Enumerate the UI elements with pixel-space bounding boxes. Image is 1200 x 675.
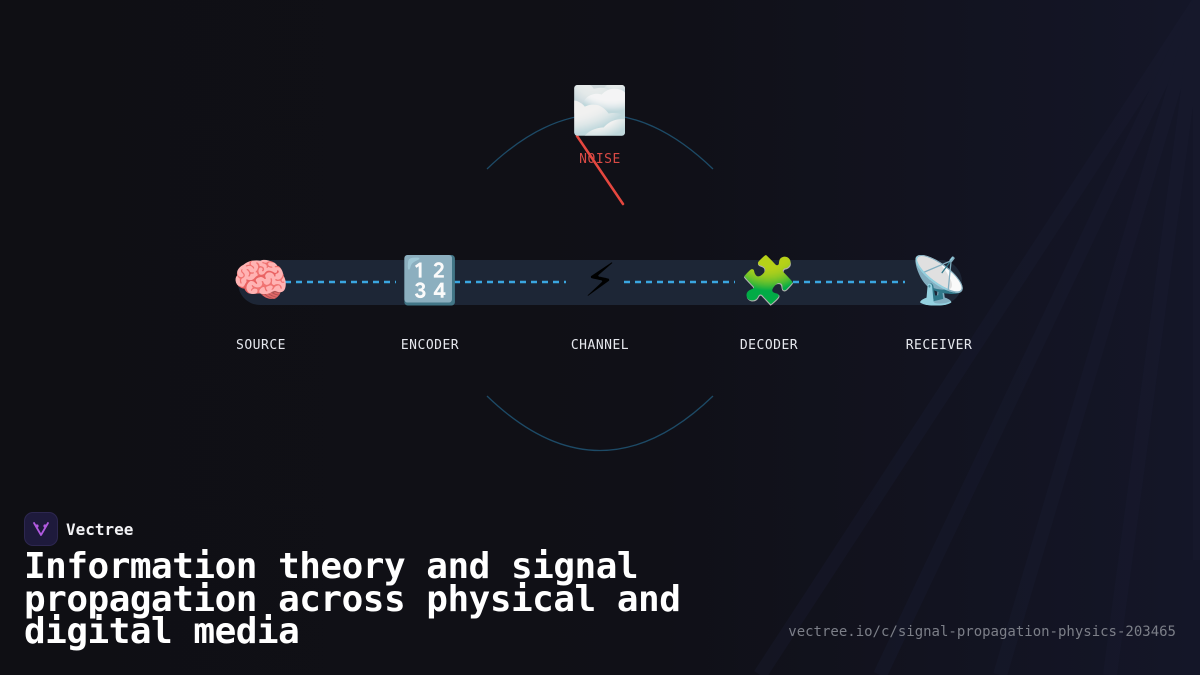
lower-arc — [486, 395, 714, 451]
node-label-source: SOURCE — [236, 338, 286, 353]
node-label-decoder: DECODER — [739, 338, 799, 353]
node-label-receiver: RECEIVER — [905, 338, 973, 353]
noise-interference-line — [575, 134, 625, 206]
node-label-channel: CHANNEL — [570, 338, 630, 353]
noise-label: NOISE — [579, 152, 621, 167]
page-url: vectree.io/c/signal-propagation-physics-… — [788, 624, 1176, 640]
brand: Vectree — [24, 512, 133, 546]
brain-icon: 🧠 — [232, 253, 290, 307]
satellite-dish-icon: 📡 — [910, 253, 968, 307]
lightning-icon: ⚡ — [583, 253, 617, 307]
fog-icon: 🌫️ — [571, 83, 629, 137]
brand-name: Vectree — [66, 519, 134, 539]
puzzle-icon: 🧩 — [740, 253, 798, 307]
numbers-icon: 🔢 — [401, 253, 459, 307]
page-title: Information theory and signal propagatio… — [24, 546, 681, 652]
vectree-logo-icon — [24, 512, 58, 546]
node-label-encoder: ENCODER — [400, 338, 460, 353]
